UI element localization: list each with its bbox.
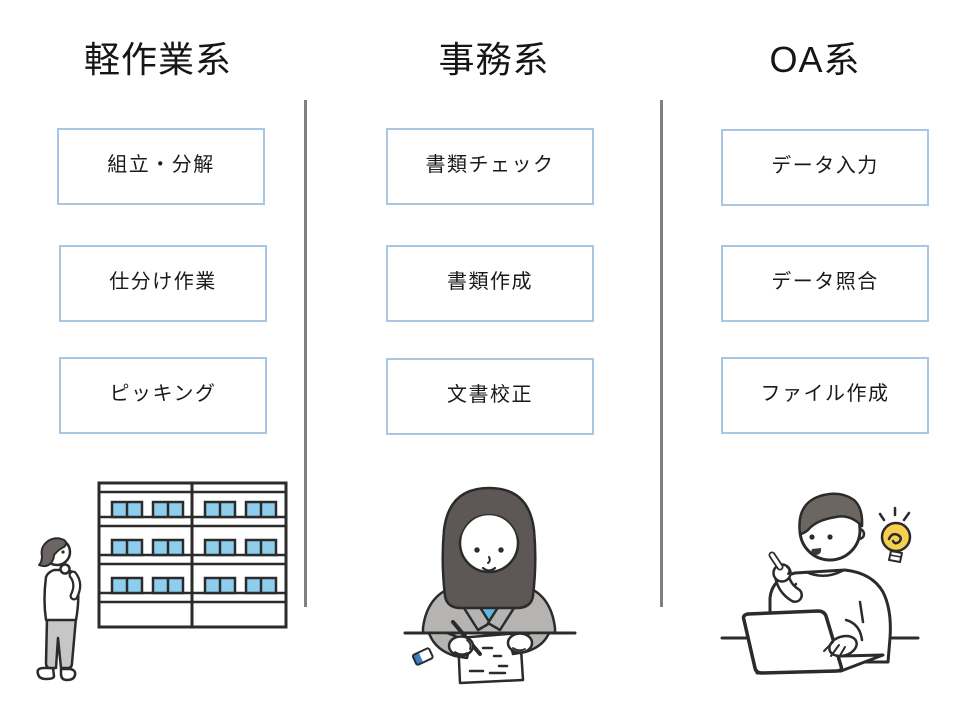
column-title-oa: OA系 [769,39,861,80]
task-box-sorting: 仕分け作業 [59,245,267,322]
task-label: 文書校正 [447,384,533,406]
task-box-data-entry: データ入力 [721,129,929,206]
task-label: 書類作成 [447,271,533,293]
task-box-picking: ピッキング [59,357,267,434]
storage-bins-icon [110,500,278,595]
typing-hand [828,634,858,658]
woman-writing-at-desk-icon [403,486,577,685]
task-box-document-create: 書類作成 [386,245,594,322]
hair [798,492,864,536]
task-box-assembly: 組立・分解 [57,128,265,205]
task-label: 仕分け作業 [109,271,217,293]
man-with-laptop-idea-icon [720,492,920,675]
column-divider-1 [304,100,307,607]
task-label: ピッキング [109,383,217,405]
task-label: データ入力 [771,155,879,177]
laptop-screen [741,609,844,675]
task-label: 書類チェック [425,154,555,176]
hands [447,632,534,657]
column-title-clerical: 事務系 [438,39,550,80]
shelf-rack-icon [97,481,288,629]
task-label: ファイル作成 [760,383,890,405]
task-box-file-create: ファイル作成 [721,357,929,434]
mouth [811,548,822,555]
task-box-proofreading: 文書校正 [386,358,594,435]
thinking-person-icon [36,537,82,682]
task-box-data-matching: データ照合 [721,245,929,322]
lightbulb-icon [878,506,912,563]
handwriting-marks [468,646,509,675]
task-box-document-check: 書類チェック [386,128,594,205]
eraser-icon [411,647,434,666]
column-title-light-work: 軽作業系 [83,39,232,80]
task-label: 組立・分解 [107,154,215,176]
task-label: データ照合 [771,271,879,293]
person-thinking-at-shelf-icon [36,481,288,682]
column-divider-2 [660,100,663,607]
